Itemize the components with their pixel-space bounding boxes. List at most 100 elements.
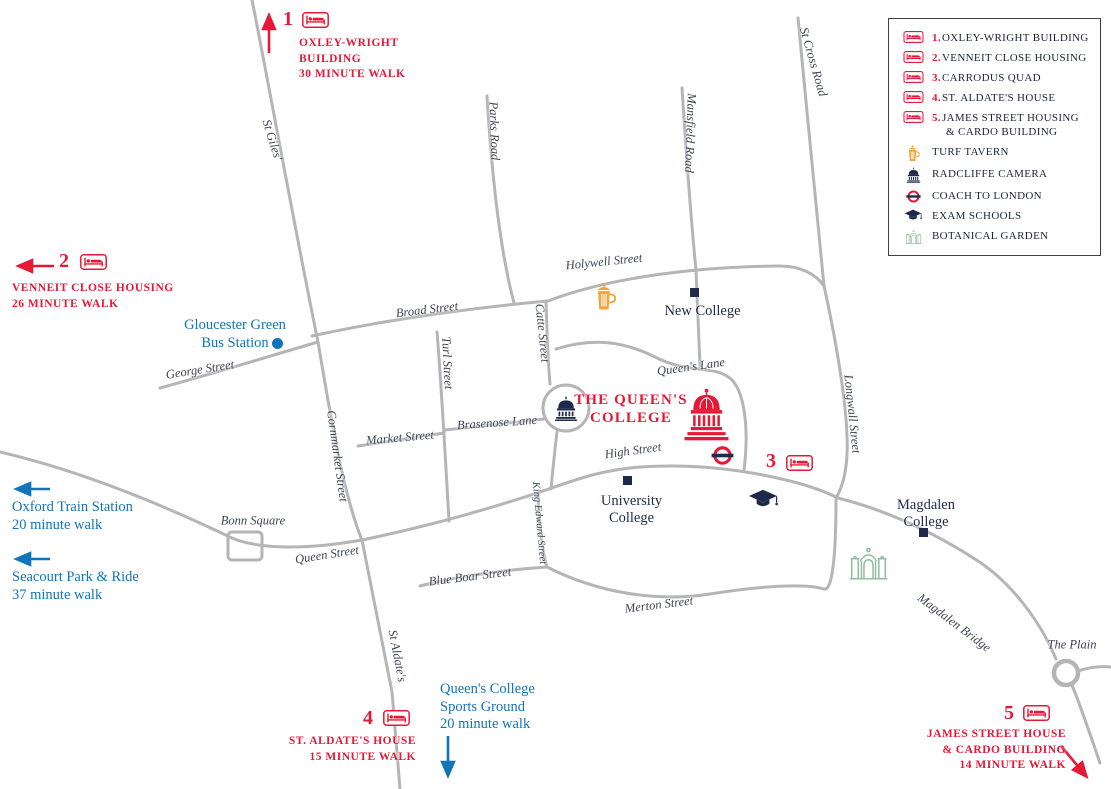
bed-icon-venneit bbox=[80, 254, 107, 270]
road-st-giles-cornmarket-st-aldates bbox=[250, 0, 402, 789]
road-queens-lane bbox=[554, 340, 748, 472]
new-college-label: New College bbox=[664, 303, 741, 319]
legend-label: COACH TO LONDON bbox=[932, 189, 1042, 202]
magdalen-college-label: Magdalen College bbox=[880, 497, 972, 530]
road-parks-road bbox=[485, 94, 516, 305]
university-college-label: University College bbox=[584, 493, 679, 526]
seacourt-note: Seacourt Park & Ride 37 minute walk bbox=[12, 569, 139, 603]
callout-james-street-text: JAMES STREET HOUSE & CARDO BUILDING 14 M… bbox=[926, 728, 1066, 771]
road-blue-boar-street bbox=[418, 565, 549, 588]
bed-icon bbox=[901, 50, 925, 63]
road-king-edward-street bbox=[536, 491, 549, 569]
gloucester-green-line1: Gloucester Green bbox=[184, 317, 286, 333]
legend-item-carrodus-quad: 3.CARRODUS QUAD bbox=[901, 70, 1092, 86]
road-high-street bbox=[360, 464, 840, 542]
bed-icon bbox=[901, 90, 925, 103]
sports-ground-note: Queen's College Sports Ground 20 minute … bbox=[440, 681, 535, 732]
callout-venneit-text: VENNEIT CLOSE HOUSING 26 MINUTE WALK bbox=[12, 282, 174, 310]
exam-schools-icon bbox=[901, 208, 925, 222]
legend-label: EXAM SCHOOLS bbox=[932, 210, 1022, 222]
bed-icon bbox=[901, 70, 925, 83]
bed-icon-carrodus bbox=[786, 455, 813, 471]
callout-number-1: 1 bbox=[283, 8, 293, 30]
radcliffe-square-circle bbox=[541, 383, 591, 433]
bed-icon-st-aldates bbox=[383, 710, 410, 726]
callout-st-aldates-text: ST. ALDATE'S HOUSE 15 MINUTE WALK bbox=[288, 735, 416, 763]
callout-number-2: 2 bbox=[59, 250, 69, 272]
legend-label-line2: & CARDO BUILDING bbox=[946, 125, 1058, 138]
legend-number: 3. bbox=[932, 72, 941, 84]
road-market-street bbox=[356, 431, 446, 448]
street-label-bonn-square: Bonn Square bbox=[220, 513, 286, 528]
train-station-note: Oxford Train Station 20 minute walk bbox=[12, 499, 133, 533]
bonn-square-loop bbox=[226, 530, 264, 562]
legend-label: BOTANICAL GARDEN bbox=[932, 230, 1049, 242]
bed-icon bbox=[901, 30, 925, 43]
callout-number-4: 4 bbox=[363, 707, 373, 729]
callout-oxley-text: OXLEY-WRIGHT BUILDING 30 MINUTE WALK bbox=[299, 37, 406, 80]
legend-number: 5. bbox=[932, 112, 941, 124]
road-longwall-street bbox=[822, 284, 849, 500]
turf-tavern-icon bbox=[901, 144, 925, 162]
road-catte-street-upper bbox=[544, 299, 552, 386]
legend-item-coach-to-london: COACH TO LONDON bbox=[901, 188, 1092, 204]
botanical-garden-icon bbox=[901, 228, 925, 244]
queens-college-title: THE QUEEN'S COLLEGE bbox=[565, 391, 697, 427]
coach-to-london-icon bbox=[711, 446, 734, 465]
road-holywell-street bbox=[546, 264, 826, 303]
magdalen-college-line2: College bbox=[903, 513, 949, 530]
legend-item-botanical-garden: BOTANICAL GARDEN bbox=[901, 228, 1092, 244]
queens-college-title-line2: COLLEGE bbox=[590, 410, 672, 426]
botanical-garden-icon bbox=[849, 547, 888, 580]
turf-tavern-icon bbox=[596, 283, 616, 311]
magdalen-college-line1: Magdalen bbox=[897, 497, 955, 513]
exam-schools-icon bbox=[748, 489, 778, 507]
university-college-marker bbox=[623, 476, 632, 485]
magdalen-college-marker bbox=[919, 528, 928, 537]
legend-item-st-aldates-house: 4.ST. ALDATE'S HOUSE bbox=[901, 90, 1092, 106]
legend-item-oxley-wright: 1.OXLEY-WRIGHT BUILDING bbox=[901, 30, 1092, 46]
legend-item-exam-schools: EXAM SCHOOLS bbox=[901, 208, 1092, 224]
road-broad-street bbox=[310, 299, 550, 338]
queens-college-title-line1: THE QUEEN'S bbox=[574, 392, 688, 408]
road-turl-street bbox=[435, 330, 451, 523]
new-college-marker bbox=[690, 288, 699, 297]
road-merton-street bbox=[545, 498, 838, 599]
university-college-line2: College bbox=[608, 509, 655, 526]
legend-label: TURF TAVERN bbox=[932, 145, 1009, 158]
bed-icon-james-street bbox=[1023, 705, 1050, 721]
legend-label: JAMES STREET HOUSING bbox=[941, 112, 1079, 124]
the-plain-roundabout bbox=[1051, 658, 1081, 688]
legend-label: CARRODUS QUAD bbox=[941, 72, 1041, 84]
radcliffe-camera-icon bbox=[901, 166, 925, 183]
legend-item-turf-tavern: TURF TAVERN bbox=[901, 144, 1092, 162]
legend-item-james-street: 5.JAMES STREET HOUSING& CARDO BUILDING bbox=[901, 110, 1092, 139]
road-magdalen-bridge bbox=[836, 496, 1058, 661]
legend-number: 4. bbox=[932, 92, 941, 104]
legend-number: 2. bbox=[932, 52, 941, 64]
road-brasenose-lane bbox=[443, 417, 546, 432]
street-label-mansfield-road: Mansfield Road bbox=[682, 93, 699, 173]
walk-arrow-james-street-diagonal bbox=[1060, 745, 1089, 779]
street-label-parks-road: Parks Road bbox=[486, 101, 503, 161]
legend-number: 1. bbox=[932, 32, 941, 44]
road-catte-street-lower bbox=[549, 430, 559, 491]
road-new-college-lane bbox=[694, 268, 702, 368]
callout-number-3: 3 bbox=[766, 450, 776, 472]
legend-label: VENNEIT CLOSE HOUSING bbox=[941, 52, 1087, 64]
callout-number-5: 5 bbox=[1004, 702, 1014, 724]
road-queen-street-west bbox=[0, 450, 364, 549]
road-st-cross-road bbox=[796, 16, 826, 288]
street-label-turl-street: Turl Street bbox=[439, 336, 456, 390]
street-label-the-plain: The Plain bbox=[1047, 637, 1097, 652]
road-mansfield-road bbox=[680, 86, 698, 272]
road-george-street bbox=[158, 340, 320, 390]
legend-label: ST. ALDATE'S HOUSE bbox=[941, 92, 1056, 104]
university-college-line1: University bbox=[600, 493, 663, 509]
legend-item-radcliffe-camera: RADCLIFFE CAMERA bbox=[901, 166, 1092, 183]
gloucester-green-label: Gloucester Green Bus Station bbox=[167, 317, 303, 352]
gloucester-green-line2: Bus Station bbox=[201, 334, 269, 351]
